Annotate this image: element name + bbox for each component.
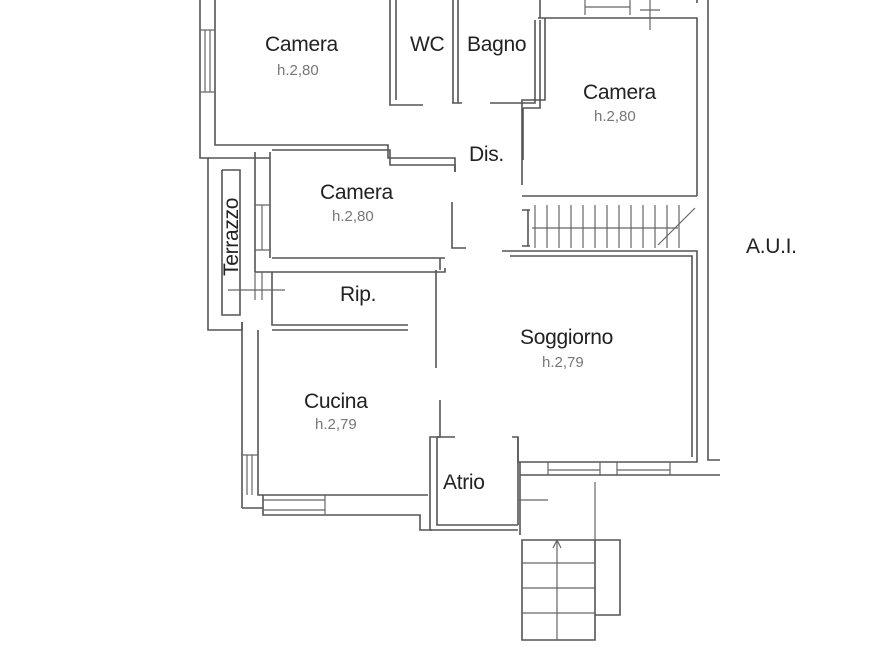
room-label-disimpegno: Dis. (469, 143, 504, 166)
room-height-camera-1: h.2,80 (277, 62, 319, 79)
room-label-atrio: Atrio (443, 471, 485, 494)
room-label-camera-1: Camera (265, 33, 338, 56)
walls (199, 0, 720, 641)
room-label-terrazzo: Terrazzo (220, 197, 243, 276)
room-label-bagno: Bagno (467, 33, 527, 56)
room-height-camera-2: h.2,80 (594, 108, 636, 125)
room-label-soggiorno: Soggiorno (520, 326, 614, 349)
room-label-wc: WC (410, 33, 445, 56)
room-height-cucina: h.2,79 (315, 416, 357, 433)
room-label-cucina: Cucina (304, 390, 368, 413)
room-label-camera-2: Camera (583, 81, 656, 104)
room-height-camera-3: h.2,80 (332, 208, 374, 225)
room-label-ripostiglio: Rip. (340, 283, 377, 306)
room-height-soggiorno: h.2,79 (542, 354, 584, 371)
room-label-camera-3: Camera (320, 181, 393, 204)
adjacent-unit-label: A.U.I. (746, 235, 797, 258)
